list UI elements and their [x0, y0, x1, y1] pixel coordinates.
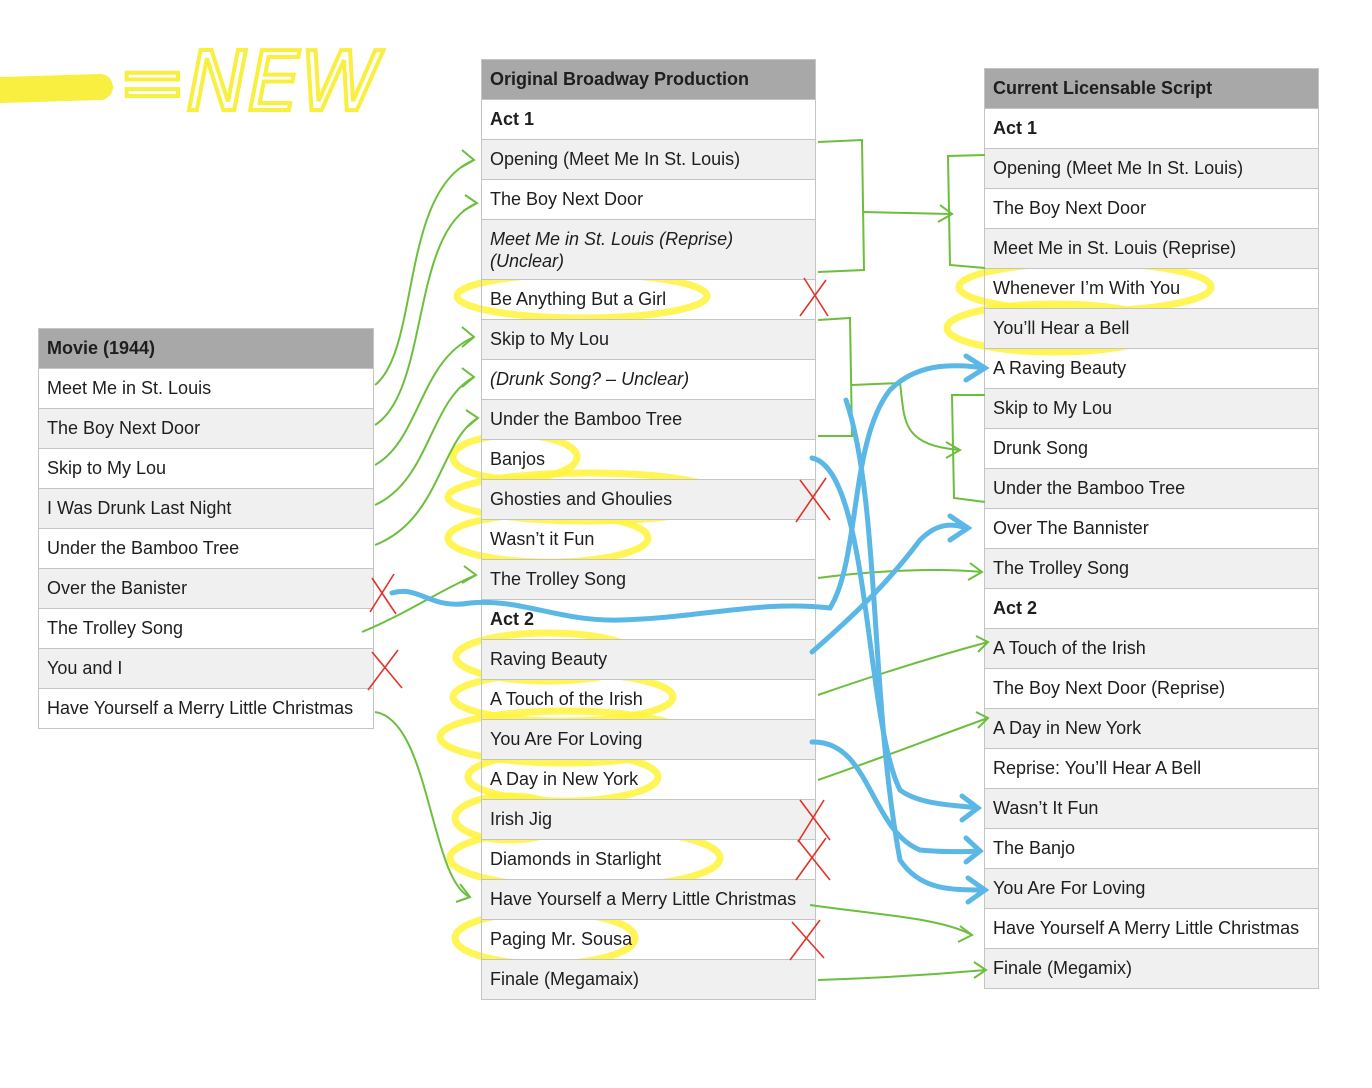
script-row: Under the Bamboo Tree — [985, 469, 1318, 509]
broadway-row: Ghosties and Ghoulies — [482, 480, 815, 520]
script-row: You Are For Loving — [985, 869, 1318, 909]
script-row: Finale (Megamix) — [985, 949, 1318, 989]
movie-table-header: Movie (1944) — [39, 329, 373, 369]
script-row: A Touch of the Irish — [985, 629, 1318, 669]
script-row: A Day in New York — [985, 709, 1318, 749]
original-broadway-table: Original Broadway Production Act 1 Openi… — [481, 59, 816, 1000]
script-act-label: Act 1 — [985, 109, 1318, 149]
script-row: Reprise: You’ll Hear A Bell — [985, 749, 1318, 789]
broadway-row: Meet Me in St. Louis (Reprise) (Unclear) — [482, 220, 815, 280]
current-licensable-script-table: Current Licensable Script Act 1 Opening … — [984, 68, 1319, 989]
script-row: The Trolley Song — [985, 549, 1318, 589]
broadway-row: Skip to My Lou — [482, 320, 815, 360]
broadway-table-header: Original Broadway Production — [482, 60, 815, 100]
broadway-row: Banjos — [482, 440, 815, 480]
broadway-row: Wasn’t it Fun — [482, 520, 815, 560]
script-row: Whenever I’m With You — [985, 269, 1318, 309]
broadway-row: A Touch of the Irish — [482, 680, 815, 720]
broadway-row: You Are For Loving — [482, 720, 815, 760]
broadway-row: Have Yourself a Merry Little Christmas — [482, 880, 815, 920]
movie-row: I Was Drunk Last Night — [39, 489, 373, 529]
movie-row: Have Yourself a Merry Little Christmas — [39, 689, 373, 729]
broadway-row: Paging Mr. Sousa — [482, 920, 815, 960]
script-row: A Raving Beauty — [985, 349, 1318, 389]
broadway-row: Opening (Meet Me In St. Louis) — [482, 140, 815, 180]
broadway-act-label: Act 1 — [482, 100, 815, 140]
script-row: Have Yourself A Merry Little Christmas — [985, 909, 1318, 949]
broadway-row: A Day in New York — [482, 760, 815, 800]
script-table-header: Current Licensable Script — [985, 69, 1318, 109]
broadway-row: Raving Beauty — [482, 640, 815, 680]
broadway-row: The Boy Next Door — [482, 180, 815, 220]
script-row: Opening (Meet Me In St. Louis) — [985, 149, 1318, 189]
script-row: The Boy Next Door (Reprise) — [985, 669, 1318, 709]
script-row: The Banjo — [985, 829, 1318, 869]
broadway-row: Be Anything But a Girl — [482, 280, 815, 320]
script-row: You’ll Hear a Bell — [985, 309, 1318, 349]
script-row: Over The Bannister — [985, 509, 1318, 549]
movie-1944-table: Movie (1944) Meet Me in St. Louis The Bo… — [38, 328, 374, 729]
movie-row: Skip to My Lou — [39, 449, 373, 489]
script-row: Wasn’t It Fun — [985, 789, 1318, 829]
broadway-row: Diamonds in Starlight — [482, 840, 815, 880]
broadway-act-label: Act 2 — [482, 600, 815, 640]
script-row: Skip to My Lou — [985, 389, 1318, 429]
script-row: Meet Me in St. Louis (Reprise) — [985, 229, 1318, 269]
script-act-label: Act 2 — [985, 589, 1318, 629]
movie-row: Under the Bamboo Tree — [39, 529, 373, 569]
broadway-row: Under the Bamboo Tree — [482, 400, 815, 440]
script-row: Drunk Song — [985, 429, 1318, 469]
movie-row: The Boy Next Door — [39, 409, 373, 449]
movie-row: The Trolley Song — [39, 609, 373, 649]
movie-row: You and I — [39, 649, 373, 689]
broadway-row: (Drunk Song? – Unclear) — [482, 360, 815, 400]
broadway-row: Irish Jig — [482, 800, 815, 840]
movie-row: Over the Banister — [39, 569, 373, 609]
movie-row: Meet Me in St. Louis — [39, 369, 373, 409]
broadway-row: The Trolley Song — [482, 560, 815, 600]
script-row: The Boy Next Door — [985, 189, 1318, 229]
broadway-row: Finale (Megamaix) — [482, 960, 815, 1000]
